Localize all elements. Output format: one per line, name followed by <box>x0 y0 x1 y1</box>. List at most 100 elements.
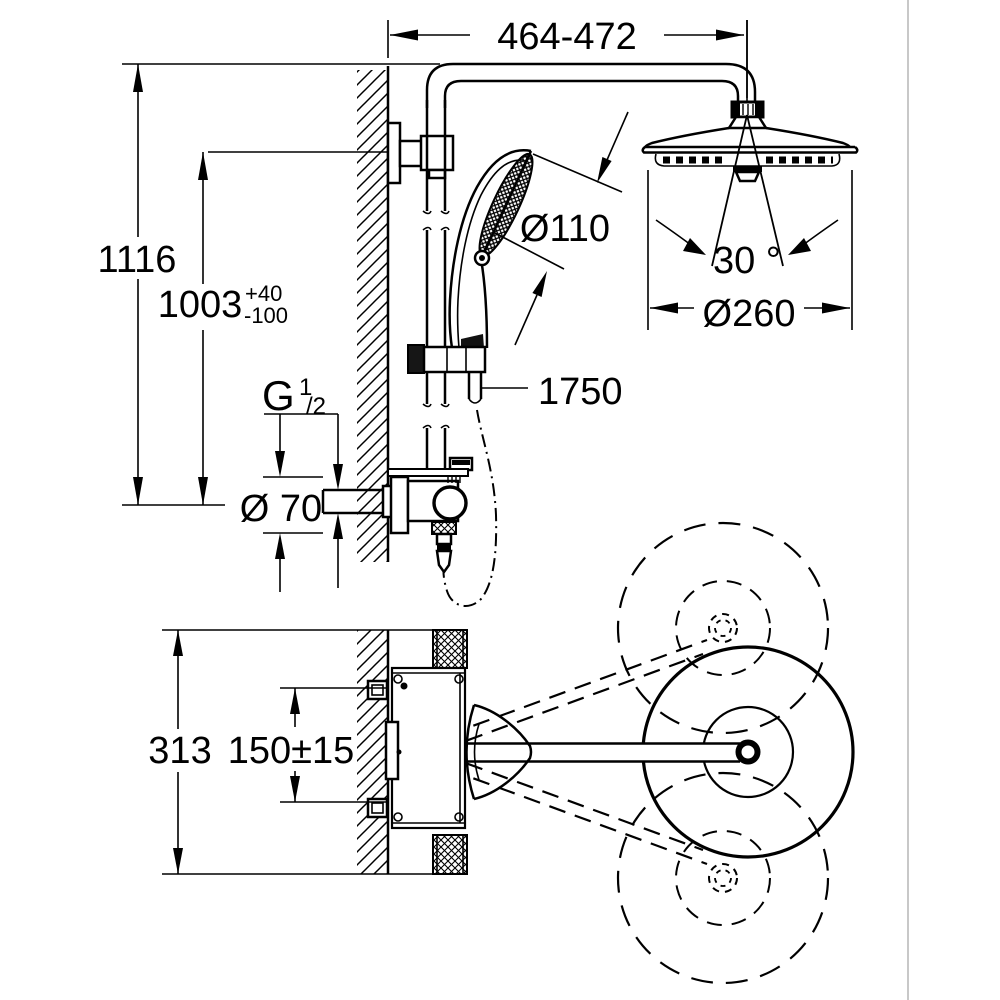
hand-shower-back-edge <box>448 149 532 349</box>
hand-shower-inner-line <box>456 159 524 349</box>
ghost-arm-lower-2 <box>440 752 704 852</box>
pipe-break-top2 <box>422 226 450 231</box>
spray-line-right <box>746 114 784 267</box>
shower-hose <box>442 372 498 607</box>
dimension-width-range: 464-472 <box>387 16 748 98</box>
cartridge-dot <box>396 749 402 755</box>
arrow-down <box>173 848 183 874</box>
hand-shower-pivot-dot <box>479 255 485 261</box>
head-shower-front <box>641 20 859 267</box>
thread-denominator: /2 <box>306 393 326 420</box>
arrow-down <box>133 477 143 505</box>
valve-escutcheon <box>389 475 410 535</box>
head-dome-right <box>765 126 852 148</box>
arrow-left <box>650 302 678 314</box>
arrow-up <box>173 630 183 656</box>
dimension-depth: 313 <box>148 629 467 875</box>
head-hub-ring <box>735 739 761 765</box>
cone-outline <box>473 703 533 801</box>
plan-view: 313 150±15 <box>148 521 855 985</box>
thread-arrow-up <box>333 513 343 539</box>
tile-block-bottom <box>432 834 468 875</box>
spray-angle-label: 30 ° <box>713 240 781 282</box>
dimension-supply-spacing: 150±15 <box>228 687 386 803</box>
valve-plan-body <box>390 666 467 830</box>
head-brim-edge <box>641 146 859 154</box>
ghost-hub-lower <box>708 863 738 893</box>
dimension-thread-and-escutcheon: G 1 /2 Ø 70 <box>240 372 343 592</box>
depth-label: 313 <box>148 730 211 772</box>
screw-3 <box>393 812 403 822</box>
arrow-down <box>290 776 300 802</box>
cone-mouth <box>465 704 476 800</box>
nut-ribs <box>742 104 754 115</box>
head-cap <box>734 170 761 183</box>
screw-2 <box>454 674 464 684</box>
thread-numerator: 1 <box>299 374 312 401</box>
hose-length-label: 1750 <box>538 371 623 413</box>
esc-arrow-down <box>275 451 285 477</box>
spray-line-left <box>711 114 748 267</box>
leader-lower <box>514 294 538 346</box>
hose-break <box>468 398 482 404</box>
arrow-down <box>198 477 208 505</box>
screw-1 <box>393 674 403 684</box>
arrow-up <box>290 688 300 714</box>
outlet-taper <box>435 549 453 575</box>
slider-holder <box>407 344 487 374</box>
outlet-band <box>437 544 451 551</box>
ghost-hub-upper <box>708 613 738 643</box>
pipe-clamp-foot <box>427 168 447 180</box>
supply-port-top <box>366 679 389 701</box>
screw-4 <box>454 812 464 822</box>
ext-lower <box>492 231 565 270</box>
wall-hatch-plan <box>357 630 388 874</box>
supply-port-bottom-inner <box>371 802 384 814</box>
dimension-head-shower-diameter: Ø260 <box>647 170 853 335</box>
arrow-left <box>390 29 418 41</box>
dimension-hose-length: 1750 <box>482 371 623 413</box>
arrow-upper <box>597 157 612 183</box>
handle-grip-band <box>461 334 484 348</box>
dimension-hand-shower-diameter: Ø110 <box>492 111 629 346</box>
width-range-label: 464-472 <box>497 16 636 58</box>
shower-arm-fill <box>423 743 740 762</box>
head-swivel-ghosts <box>440 521 830 985</box>
ext-upper <box>532 153 623 193</box>
arrow-left <box>683 238 706 255</box>
arm-pipe-outer <box>425 62 757 108</box>
valve-knob <box>432 485 468 521</box>
nut-shade-right <box>755 102 763 117</box>
head-cap-band <box>733 166 762 172</box>
shower-pipes <box>386 62 757 470</box>
outlet-knurled-nut <box>431 521 457 535</box>
ghost-hub-lower2 <box>714 869 732 887</box>
tile-block-top <box>432 629 468 669</box>
supply-port-top-inner <box>371 684 384 696</box>
dimension-spray-angle: 30 ° <box>655 219 839 282</box>
pipe-break-low2 <box>422 424 450 429</box>
hose-loop-dashdot <box>442 409 498 607</box>
pipe-break-top <box>422 210 450 215</box>
holder-knob <box>407 344 425 374</box>
escutcheon-diameter-label: Ø 70 <box>240 488 322 530</box>
cone-mouth-inner <box>473 723 480 781</box>
ghost-arm-upper-2 <box>440 652 704 752</box>
total-height-label: 1116 <box>98 239 177 281</box>
supply-height-tol-minus: -100 <box>244 303 288 328</box>
ghost-circle-upper <box>616 521 830 735</box>
supply-spacing-label: 150±15 <box>228 730 355 772</box>
outlet-pipe <box>435 532 453 546</box>
valve-top-shade <box>452 460 470 465</box>
arrow-up <box>198 152 208 180</box>
thread-letter: G <box>262 372 295 419</box>
ghost-circle-lower <box>616 771 830 985</box>
head-shower-plan <box>421 645 855 859</box>
dimension-supply-height: 1003 +40 -100 <box>158 151 388 505</box>
thread-arrow-down <box>333 464 343 490</box>
supply-height-tol-plus: +40 <box>245 281 282 306</box>
screw-dot <box>400 682 408 690</box>
nut-shade-left <box>732 102 740 117</box>
